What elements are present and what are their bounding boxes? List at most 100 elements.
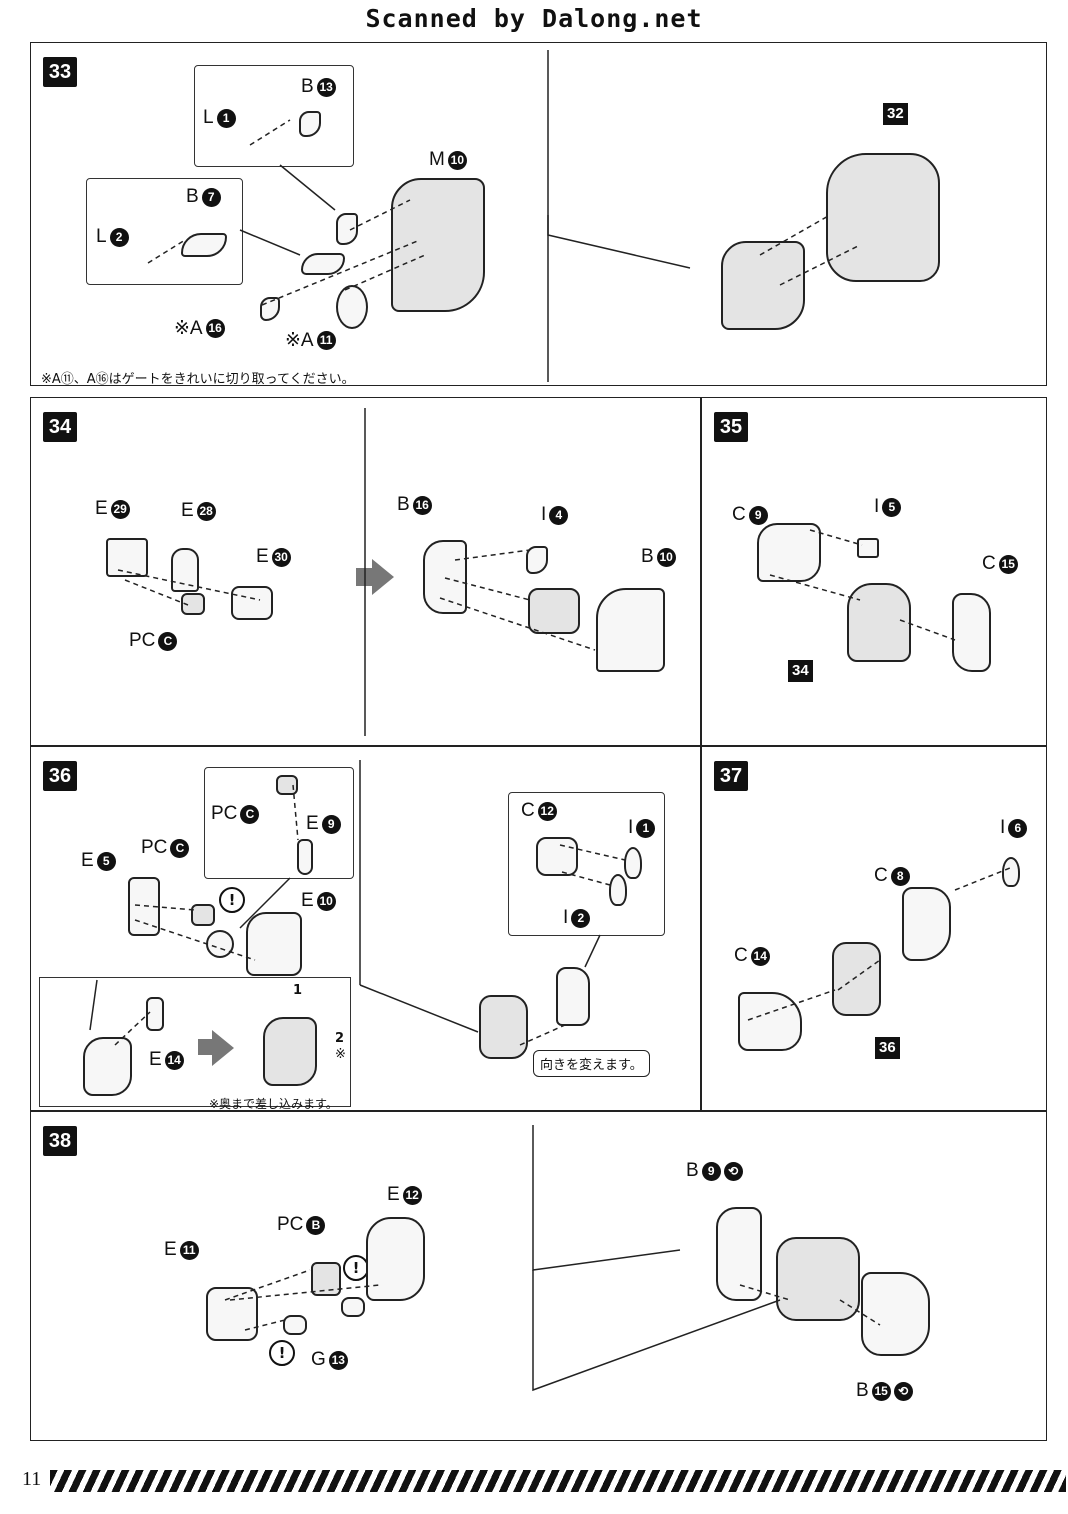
- ref-step-34: 34: [788, 660, 813, 682]
- head-front-assembly: [721, 241, 805, 330]
- part-e12-shape: [366, 1217, 425, 1301]
- turn-note: 向きを変えます。: [533, 1050, 650, 1077]
- step-number: 38: [43, 1126, 77, 1156]
- warning-icon: !: [219, 887, 245, 913]
- part-i5-shape: [857, 538, 879, 558]
- part-leg-assembled: [479, 995, 528, 1059]
- part-e11-shape: [206, 1287, 258, 1341]
- part-pc-c-shape-a: [276, 775, 298, 795]
- part-pc-c-shape: [181, 593, 205, 615]
- part-b9-shape: [716, 1207, 762, 1301]
- part-assembled-waist: [776, 1237, 860, 1321]
- step-marker-1: 1: [293, 983, 303, 998]
- mirror-icon: ⟲: [893, 1381, 913, 1401]
- substep-arrow-bar: [198, 1039, 212, 1055]
- part-e29-shape: [106, 538, 148, 577]
- part-assembly-36: [832, 942, 881, 1016]
- step-number: 36: [43, 761, 77, 791]
- part-i6-shape: [1002, 857, 1020, 887]
- part-small-shield: [336, 213, 358, 245]
- assembled-head-32: [826, 153, 940, 282]
- part-c8-shape: [902, 887, 951, 961]
- part-i1-shape: [624, 847, 642, 879]
- part-c14-shape: [738, 992, 802, 1051]
- gate-note: ※A⑪、A⑯はゲートをきれいに切り取ってください。: [41, 372, 355, 387]
- part-b16-shape: [423, 540, 467, 614]
- part-b13-shape: [299, 111, 321, 137]
- part-i4-shape: [526, 546, 548, 574]
- ref-step-36: 36: [875, 1037, 900, 1059]
- asterisk-marker: ※: [335, 1047, 346, 1062]
- part-assembly-34: [847, 583, 911, 662]
- part-e10-shape: [246, 912, 302, 976]
- part-c15-shape: [952, 593, 991, 672]
- part-e28-shape: [171, 548, 199, 592]
- next-arrow-bar: [356, 568, 372, 586]
- part-e14-shape: [146, 997, 164, 1031]
- part-pc-c-shape-b: [191, 904, 215, 926]
- step-number: 37: [714, 761, 748, 791]
- step-number: 33: [43, 57, 77, 87]
- footer-stripe-bar: [50, 1470, 1066, 1492]
- part-inserted-shape: [263, 1017, 317, 1086]
- part-turned-assembly: [556, 967, 590, 1026]
- next-arrow-head: [372, 559, 394, 595]
- part-b10-shape: [596, 588, 665, 672]
- step-number: 35: [714, 412, 748, 442]
- part-pc-b-shape: [311, 1262, 341, 1296]
- part-a11-shape: [336, 285, 368, 329]
- part-i2-shape: [609, 874, 627, 906]
- page-number: 11: [22, 1468, 42, 1490]
- part-e30-shape: [231, 586, 273, 620]
- part-g13-shape-b: [341, 1297, 365, 1317]
- part-c12-shape: [536, 837, 578, 876]
- page-header: Scanned by Dalong.net: [365, 4, 703, 33]
- step-marker-2: 2: [335, 1031, 345, 1046]
- mirror-icon: ⟲: [723, 1161, 743, 1181]
- part-leg-shape: [83, 1037, 132, 1096]
- warning-icon-b: !: [269, 1340, 295, 1366]
- substep-arrow-head: [212, 1030, 234, 1066]
- part-assembled-joint: [528, 588, 580, 634]
- part-joint-shape: [206, 930, 234, 958]
- part-e9-shape: [297, 839, 313, 875]
- insert-note: ※奥まで差し込みます。: [209, 1097, 338, 1111]
- ref-step-32: 32: [883, 103, 908, 125]
